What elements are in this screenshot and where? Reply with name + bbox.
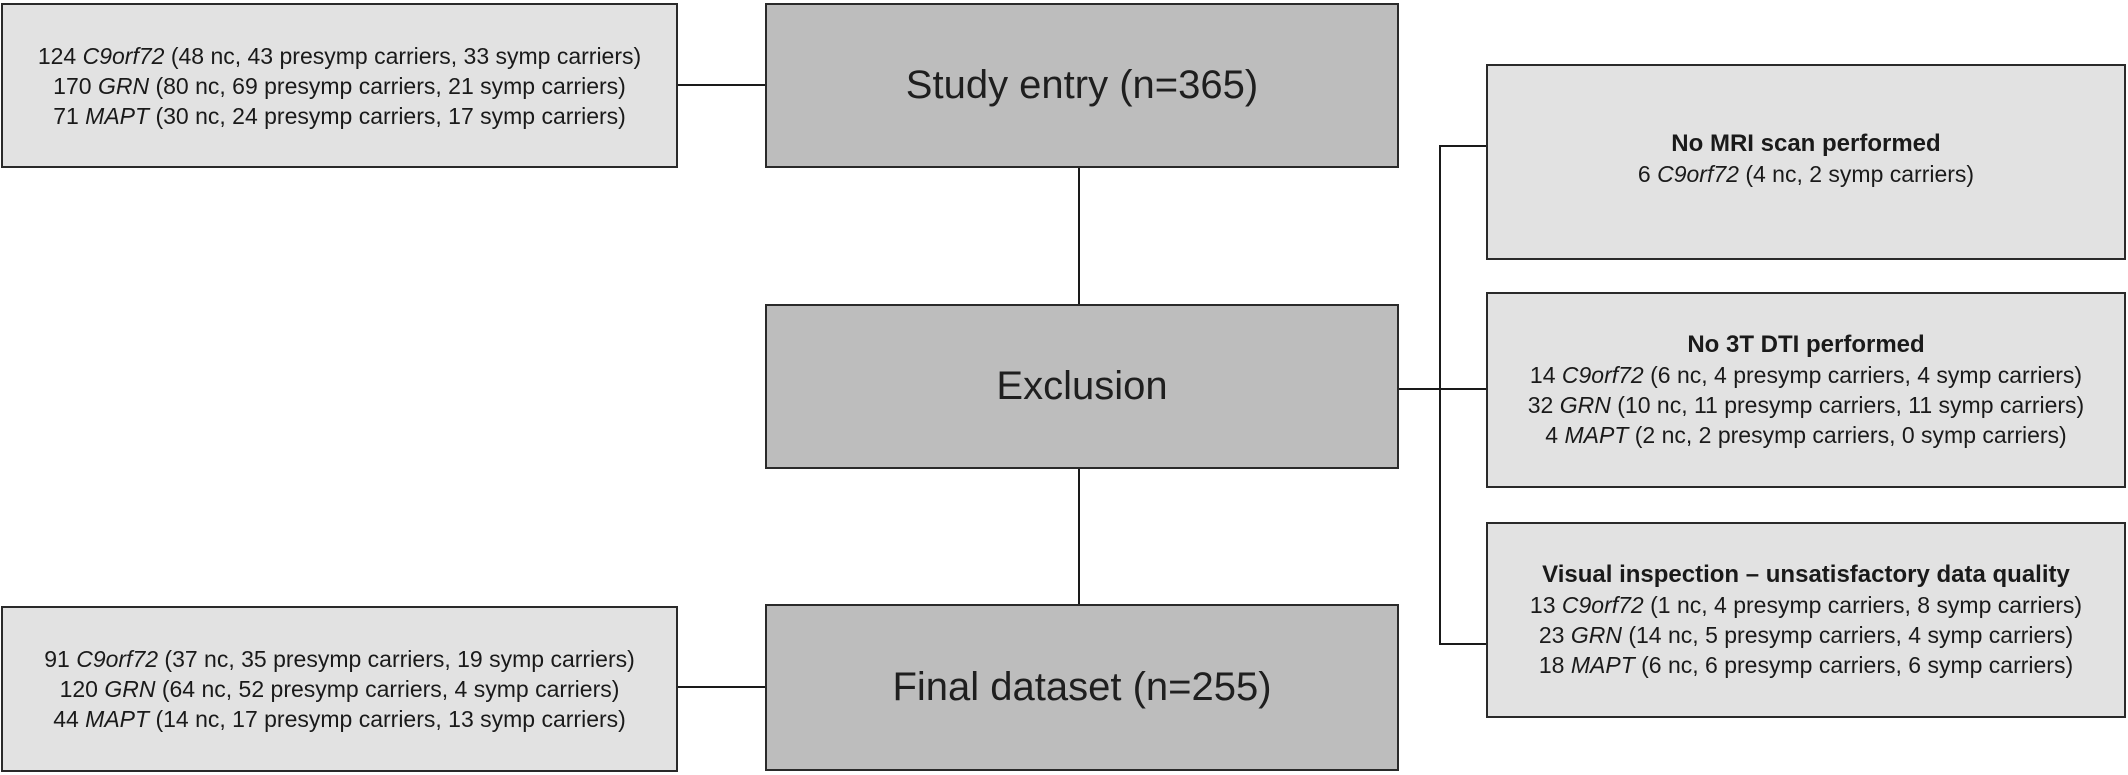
connector-exclusion-to-final: [1078, 467, 1080, 605]
visual-inspection-box: Visual inspection – unsatisfactory data …: [1486, 522, 2126, 718]
final-dataset-detail-line: 91 C9orf72 (37 nc, 35 presymp carriers, …: [44, 646, 635, 672]
study-entry-box: Study entry (n=365): [765, 3, 1399, 168]
visual-inspection-line: 13 C9orf72 (1 nc, 4 presymp carriers, 8 …: [1529, 592, 2083, 618]
no-dti-line: 4 MAPT (2 nc, 2 presymp carriers, 0 symp…: [1545, 422, 2067, 448]
no-dti-box: No 3T DTI performed 14 C9orf72 (6 nc, 4 …: [1486, 292, 2126, 488]
exclusion-label: Exclusion: [996, 364, 1168, 408]
visual-inspection-line: 18 MAPT (6 nc, 6 presymp carriers, 6 sym…: [1538, 652, 2074, 678]
final-dataset-detail-line: 44 MAPT (14 nc, 17 presymp carriers, 13 …: [53, 706, 626, 732]
exclusion-box: Exclusion: [765, 304, 1399, 469]
no-mri-line: 6 C9orf72 (4 nc, 2 symp carriers): [1637, 161, 1975, 187]
study-entry-detail-line: 124 C9orf72 (48 nc, 43 presymp carriers,…: [37, 42, 642, 69]
connector-exclusion-right: [1397, 388, 1440, 390]
connector-to-no-mri: [1439, 145, 1486, 147]
study-entry-label: Study entry (n=365): [905, 63, 1259, 107]
no-dti-title: No 3T DTI performed: [1687, 331, 1925, 358]
final-dataset-box: Final dataset (n=255): [765, 604, 1399, 771]
connector-study-to-exclusion: [1078, 167, 1080, 305]
study-entry-detail-box: 124 C9orf72 (48 nc, 43 presymp carriers,…: [1, 3, 678, 168]
no-dti-line: 32 GRN (10 nc, 11 presymp carriers, 11 s…: [1527, 392, 2085, 418]
no-mri-title: No MRI scan performed: [1671, 130, 1941, 157]
visual-inspection-line: 23 GRN (14 nc, 5 presymp carriers, 4 sym…: [1538, 622, 2074, 648]
connector-exclusion-bracket: [1439, 145, 1441, 644]
no-mri-box: No MRI scan performed 6 C9orf72 (4 nc, 2…: [1486, 64, 2126, 260]
final-dataset-label: Final dataset (n=255): [892, 665, 1272, 709]
connector-to-visual-inspection: [1439, 643, 1486, 645]
no-dti-line: 14 C9orf72 (6 nc, 4 presymp carriers, 4 …: [1529, 362, 2083, 388]
connector-study-entry-left: [677, 84, 765, 86]
connector-final-left: [677, 686, 765, 688]
study-entry-detail-line: 71 MAPT (30 nc, 24 presymp carriers, 17 …: [53, 102, 626, 129]
visual-inspection-title: Visual inspection – unsatisfactory data …: [1542, 561, 2070, 588]
study-entry-detail-line: 170 GRN (80 nc, 69 presymp carriers, 21 …: [53, 72, 626, 99]
connector-to-no-dti: [1439, 388, 1486, 390]
final-dataset-detail-line: 120 GRN (64 nc, 52 presymp carriers, 4 s…: [59, 676, 620, 702]
final-dataset-detail-box: 91 C9orf72 (37 nc, 35 presymp carriers, …: [1, 606, 678, 772]
